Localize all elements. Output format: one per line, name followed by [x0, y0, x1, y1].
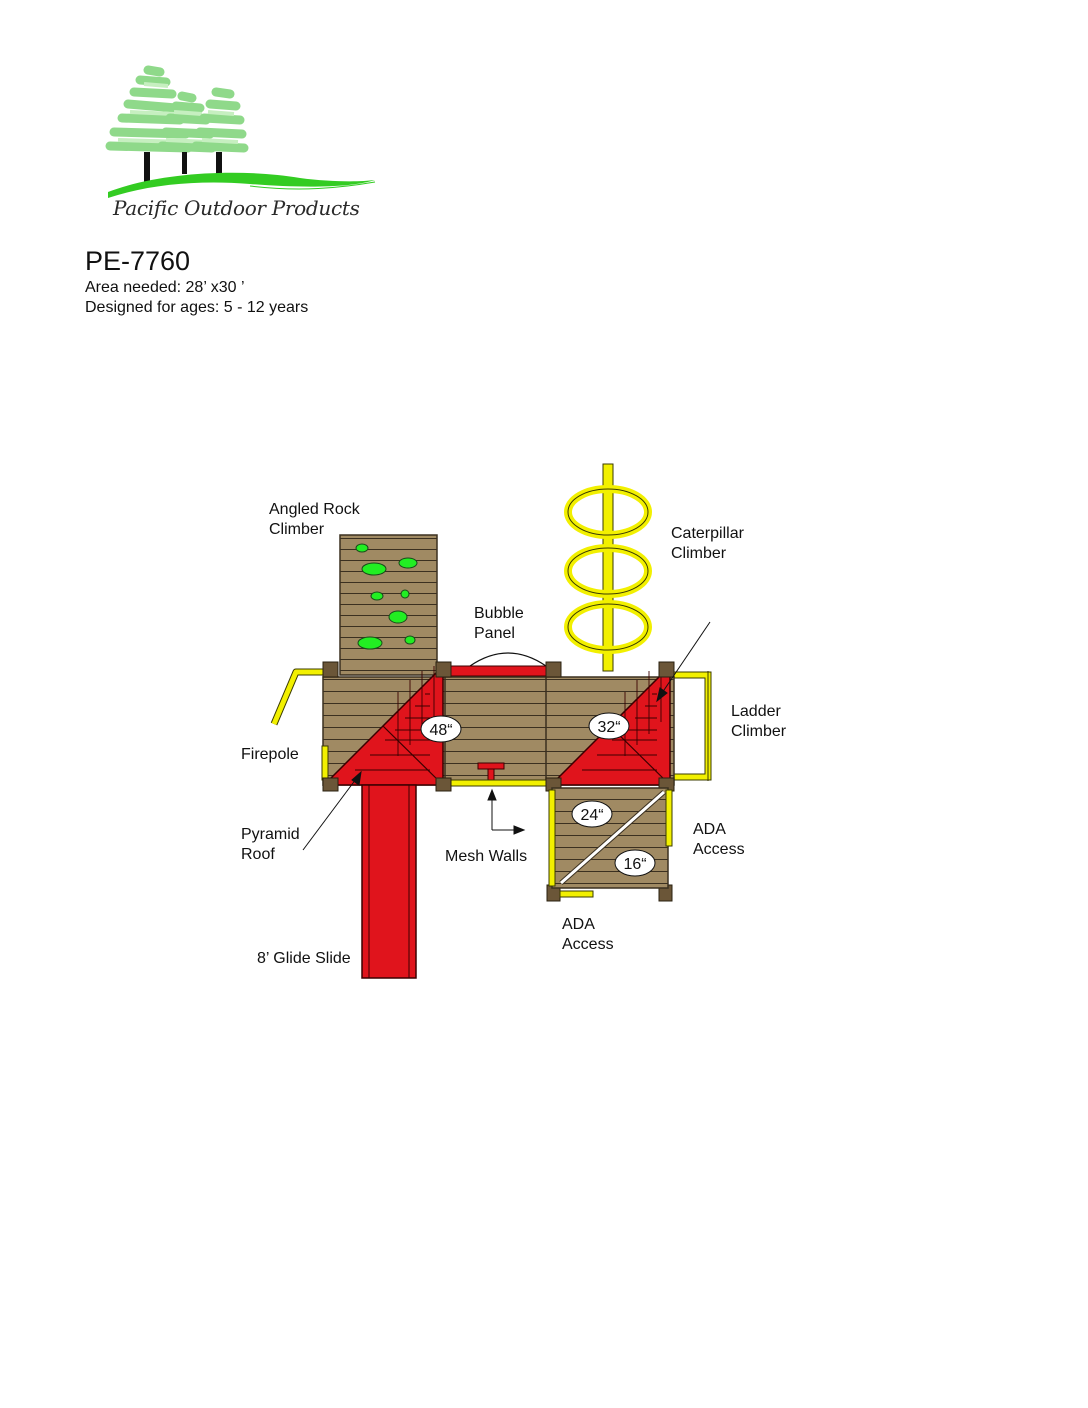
svg-text:24“: 24“: [580, 807, 603, 824]
area-needed: Area needed: 28’ x30 ’: [85, 279, 245, 296]
tree-left-icon: [105, 65, 193, 182]
firepole: [270, 668, 324, 726]
ladder-climber: [674, 671, 712, 781]
leader-lines: [302, 621, 711, 851]
svg-text:32“: 32“: [597, 719, 620, 736]
bubble-panel: [450, 652, 548, 677]
label-glide-slide: 8’ Glide Slide: [257, 950, 351, 967]
tree-right-icon: [191, 87, 249, 180]
age-range: Designed for ages: 5 - 12 years: [85, 299, 309, 316]
height-badge-48: 48“: [420, 715, 462, 743]
height-badge-16: 16“: [614, 849, 656, 877]
ground-swoosh: [108, 172, 375, 198]
label-pyramid-roof: Pyramid Roof: [241, 826, 300, 863]
middle-deck: [444, 676, 550, 786]
brand-name: Pacific Outdoor Products: [113, 196, 360, 220]
label-firepole: Firepole: [241, 746, 299, 763]
playground-plan-diagram: 48“ 32“ 24“ 16“: [270, 463, 712, 979]
model-number: PE-7760: [85, 246, 191, 276]
svg-text:16“: 16“: [623, 856, 646, 873]
svg-text:48“: 48“: [429, 722, 452, 739]
label-bubble-panel: Bubble Panel: [474, 605, 524, 642]
height-badge-32: 32“: [588, 712, 630, 740]
label-mesh-walls: Mesh Walls: [445, 848, 528, 865]
label-caterpillar-climber: Caterpillar Climber: [671, 525, 744, 562]
ada-ramp: [548, 787, 673, 898]
glide-slide: [361, 784, 417, 979]
deck-posts: [322, 661, 675, 902]
angled-rock-climber: [339, 534, 438, 676]
pacific-outdoor-logo: [105, 65, 376, 198]
height-badge-24: 24“: [571, 800, 613, 828]
caterpillar-climber: [564, 463, 652, 672]
label-ada-access-bottom: ADA Access: [562, 916, 614, 953]
label-ladder-climber: Ladder Climber: [731, 703, 787, 740]
label-ada-access-right: ADA Access: [693, 821, 745, 858]
label-angled-rock-climber: Angled Rock Climber: [269, 501, 360, 538]
tree-middle-icon: [157, 91, 217, 174]
